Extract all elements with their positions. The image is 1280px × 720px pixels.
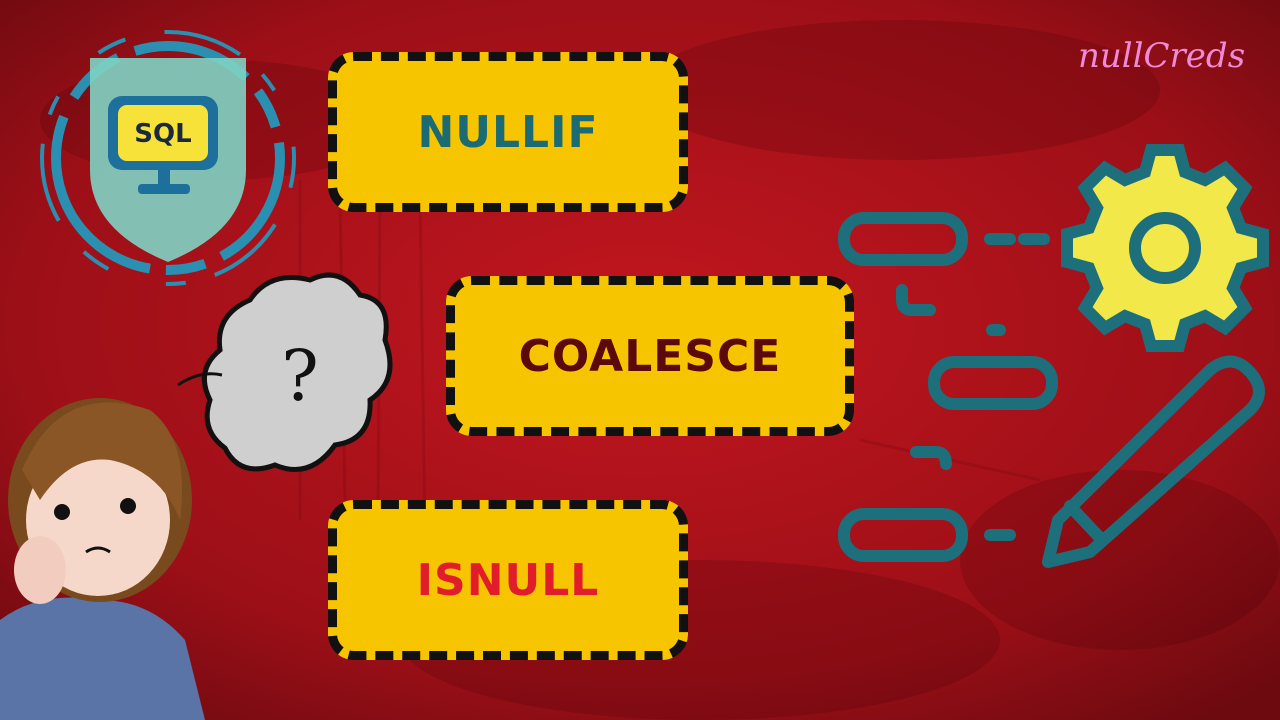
monitor-icon: SQL <box>108 96 218 194</box>
gear-icon <box>1061 144 1269 352</box>
flowchart-icon <box>838 212 1058 562</box>
nullif-box: NULLIF <box>328 52 688 212</box>
pencil-icon <box>1042 355 1265 568</box>
coalesce-label: COALESCE <box>518 330 782 382</box>
isnull-box: ISNULL <box>328 500 688 660</box>
sql-badge-text: SQL <box>134 119 191 149</box>
isnull-label: ISNULL <box>416 554 600 606</box>
coalesce-box: COALESCE <box>446 276 854 436</box>
brand-logo: nullCreds <box>1078 36 1245 76</box>
question-mark-text: ? <box>281 335 319 417</box>
sql-shield-icon: SQL <box>40 30 296 286</box>
nullif-label: NULLIF <box>417 106 599 158</box>
girl-thinking-illustration <box>0 398 205 720</box>
brand-text: nullCreds <box>1078 36 1246 76</box>
thought-cloud-icon: ? <box>177 272 393 472</box>
